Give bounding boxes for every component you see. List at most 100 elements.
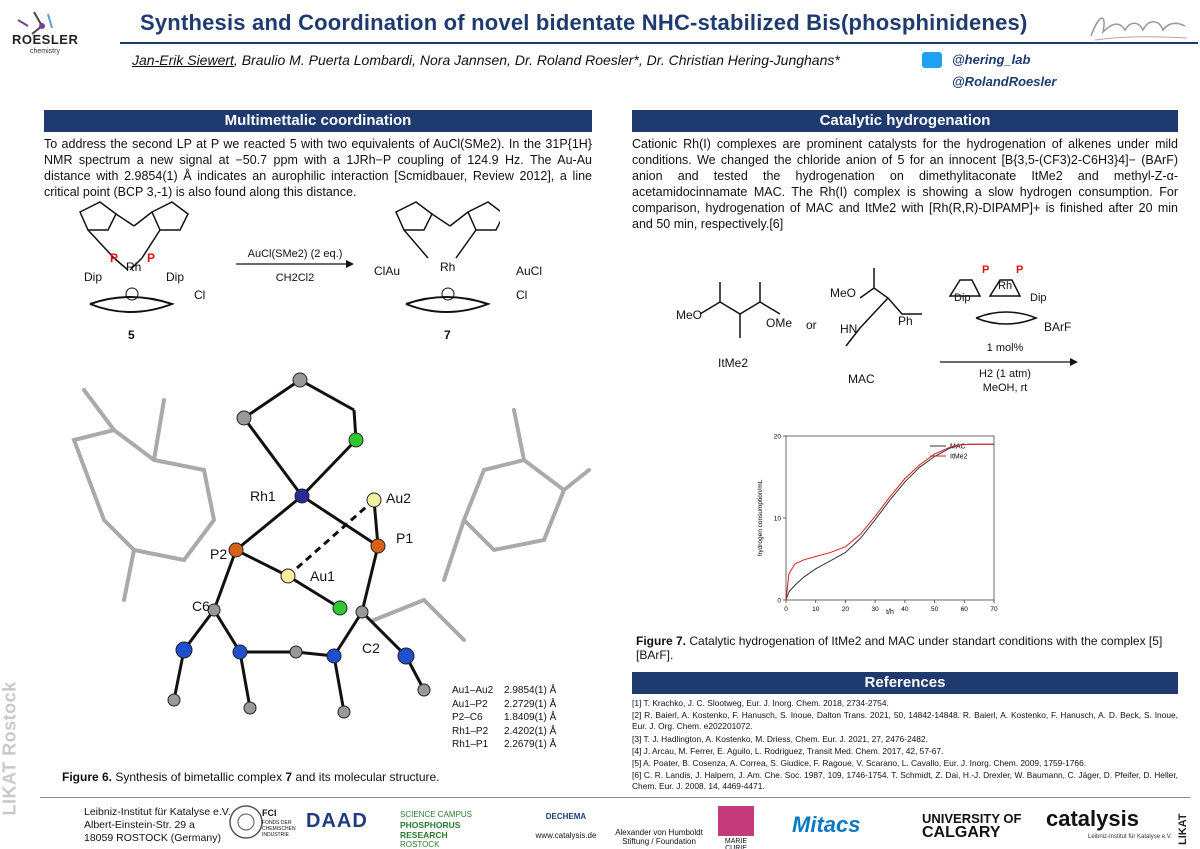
compound-5-structure [79, 201, 189, 313]
y-axis-label: hydrogen consumption/mL [757, 479, 764, 556]
figure-7-label: Figure 7. [636, 634, 687, 648]
reference-item: [6] C. R. Landis, J. Halpern, J. Am. Che… [632, 770, 1178, 792]
ph-label: Ph [898, 314, 913, 328]
atom-label-p2: P2 [210, 546, 228, 562]
mitacs-logo: Mitacs [792, 812, 861, 837]
likat-vertical-right: LIKAT [1177, 813, 1189, 845]
reference-item: [1] T. Krachko, J. C. Slootweg, Eur. J. … [632, 698, 889, 708]
hn-label: HN [840, 322, 858, 336]
plot-frame [785, 435, 995, 601]
twitter-handles: @hering_lab @RolandRoesler [922, 48, 1192, 96]
conditions-label-1: H2 (1 atm) [979, 368, 1031, 380]
scheme-dip-label-2: Dip [166, 270, 185, 284]
fci-label: FCI [262, 808, 277, 818]
twitter-handle-roesler[interactable]: @RolandRoesler [952, 74, 1057, 89]
figure-6-caption: Figure 6. Synthesis of bimetallic comple… [62, 770, 440, 784]
atom-label-p1: P1 [396, 530, 414, 546]
or-label: or [806, 318, 817, 332]
institute-address: Leibniz-Institut für Katalyse e.V. Alber… [84, 806, 231, 844]
scheme-p-label-left: P [110, 251, 119, 265]
reference-item: [5] A. Poater, B. Cosenza, A. Correa, S.… [632, 758, 1087, 769]
likat-rostock-vertical: LIKAT Rostock [0, 681, 20, 816]
series-line-mac [785, 443, 994, 601]
compound-number-7: 7 [444, 328, 451, 342]
science-campus-logo: SCIENCE CAMPUS PHOSPHORUS RESEARCH ROSTO… [400, 810, 473, 849]
atom-label-c2: C2 [362, 640, 380, 656]
conditions-label-2: MeOH, rt [982, 382, 1028, 394]
logo-subtext: chemistry [30, 48, 60, 55]
compound-number-5: 5 [128, 328, 135, 342]
reagent-label: AuCl(SMe2) (2 eq.) [247, 248, 343, 260]
catalysis-logo-sub: Leibniz-Institut für Katalyse e.V. [1088, 834, 1172, 840]
y-tick-label: 10 [774, 516, 782, 523]
atom-label-c6: C6 [192, 598, 210, 614]
atom-label-au2: Au2 [386, 490, 411, 506]
marie-curie-logo: MARIE CURIE [716, 806, 756, 849]
figure-6-label: Figure 6. [62, 770, 113, 784]
dechema-logo: DECHEMA www.catalysis.de [535, 812, 597, 840]
fci-sublabel: FONDS DER CHEMISCHEN INDUSTRIE [262, 820, 296, 838]
ome-label: OMe [766, 316, 793, 330]
fci-logo [229, 805, 263, 839]
logo-text: ROESLER [12, 32, 79, 47]
x-tick-label: 70 [990, 606, 998, 613]
x-tick-label: 50 [931, 606, 939, 613]
x-tick-label: 10 [812, 606, 820, 613]
scheme-rh-label-7: Rh [440, 260, 456, 274]
solvent-label: CH2Cl2 [275, 272, 315, 284]
figure-7-caption: Figure 7. Catalytic hydrogenation of ItM… [636, 634, 1163, 662]
x-tick-label: 20 [842, 606, 850, 613]
x-axis-label: t/h [886, 609, 894, 616]
legend-label: ItMe2 [950, 454, 968, 461]
daad-logo: DAAD [306, 810, 368, 832]
y-tick-label: 20 [774, 434, 782, 441]
scheme-rh-label: Rh [126, 260, 142, 274]
x-tick-label: 40 [901, 606, 909, 613]
scheme-p-label-cat-left: P [982, 264, 990, 276]
author-list: Jan-Erik Siewert, Braulio M. Puerta Lomb… [132, 52, 912, 68]
scheme-dip-label-cat-2: Dip [1030, 292, 1047, 304]
scheme-cl-label: Cl [194, 288, 206, 302]
legend-label: MAC [950, 444, 966, 451]
hydrogenation-scheme [699, 268, 1078, 366]
itme2-label: ItMe2 [718, 356, 749, 370]
scheme-aucl-label: AuCl [516, 264, 543, 278]
reaction-scheme-5-to-7 [79, 201, 500, 313]
roesler-logo-graphic [17, 11, 53, 35]
compound-7-structure [395, 201, 500, 313]
twitter-handle-hering[interactable]: @hering_lab [952, 52, 1031, 67]
x-tick-label: 0 [784, 606, 788, 613]
scheme-dip-label-cat: Dip [954, 292, 971, 304]
humboldt-logo: Alexander von Humboldt Stiftung / Founda… [615, 828, 703, 846]
section-header-references: References [632, 672, 1178, 694]
reference-item: [4] J. Arcau, M. Ferrer, E. Aguilo, L. R… [632, 745, 944, 756]
x-tick-label: 30 [872, 606, 880, 613]
signature-image [1090, 17, 1188, 41]
roesler-logo: ROESLER chemistry [4, 4, 114, 64]
series-line-itme2 [785, 443, 994, 601]
scheme-p-label-right: P [147, 251, 156, 265]
ucalgary-logo: UNIVERSITY OF CALGARY [922, 811, 1022, 841]
atom-label-rh1: Rh1 [250, 488, 276, 504]
multimetallic-paragraph: To address the second LP at P we reacted… [44, 137, 592, 199]
catalytic-paragraph: Cationic Rh(I) complexes are prominent c… [632, 137, 1178, 231]
section-header-catalytic: Catalytic hydrogenation [632, 110, 1178, 132]
molecular-structure-image [71, 372, 591, 719]
reference-item: [3] T. J. Hadlington, A. Kostenko, M. Dr… [632, 733, 928, 744]
reference-list: [1] T. Krachko, J. C. Slootweg, Eur. J. … [632, 698, 1178, 794]
scheme-dip-label: Dip [84, 270, 103, 284]
meo-label-1: MeO [676, 308, 703, 322]
catalysis-logo: catalysis [1046, 806, 1139, 831]
mac-label: MAC [848, 372, 875, 386]
twitter-icon [922, 52, 942, 68]
meo-label-2: MeO [830, 286, 857, 300]
scheme-p-label-cat-right: P [1016, 264, 1024, 276]
scheme-clau-label: ClAu [374, 264, 401, 278]
x-tick-label: 60 [961, 606, 969, 613]
scheme-rh-label-cat: Rh [998, 280, 1013, 292]
